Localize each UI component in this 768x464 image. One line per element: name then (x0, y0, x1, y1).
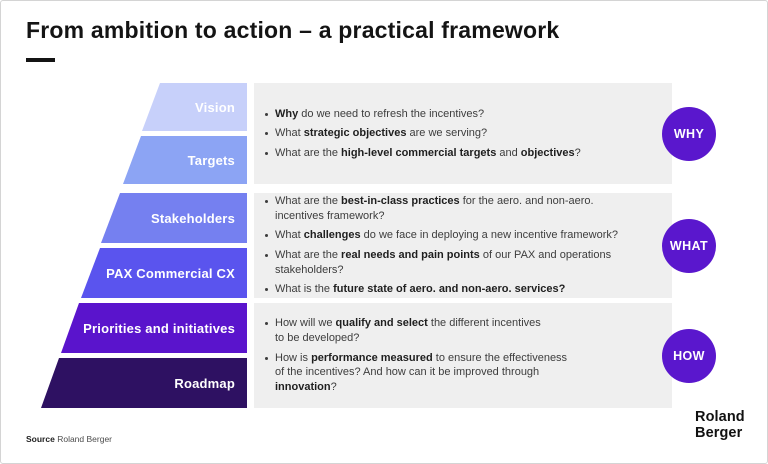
bullet-text: What strategic objectives are we serving… (275, 127, 488, 140)
bullet-dot (265, 356, 268, 360)
roland-berger-logo: Roland Berger (695, 409, 745, 442)
bullet-item: What strategic objectives are we serving… (265, 126, 658, 141)
bullet-text: Why do we need to refresh the incentives… (275, 107, 485, 120)
bullet-dot (265, 234, 268, 238)
pyramid-layer-label: Roadmap (174, 375, 235, 391)
bullet-text: What are the best-in-class practices for… (275, 195, 594, 222)
logo-line-2: Berger (695, 424, 743, 441)
why-badge: WHY (662, 107, 716, 161)
bullet-dot (265, 151, 268, 155)
pyramid-layer-label: PAX Commercial CX (106, 265, 235, 281)
source-note: Source Roland Berger (26, 434, 112, 444)
bullet-text: What challenges do we face in deploying … (275, 229, 619, 242)
logo-line-1: Roland (695, 409, 745, 425)
pyramid-layer-stakeholders: Stakeholders (101, 193, 247, 243)
source-text: Roland Berger (57, 434, 113, 444)
pyramid-layer-roadmap: Roadmap (41, 358, 247, 408)
bullet-item: What are the high-level commercial targe… (265, 146, 658, 161)
bullet-item: What are the real needs and pain points … (265, 248, 658, 277)
bullet-dot (265, 132, 268, 136)
pyramid-layer-label: Vision (195, 99, 235, 115)
what-questions-panel: What are the best-in-class practices for… (254, 193, 672, 298)
pyramid-layer-label: Targets (187, 152, 235, 168)
bullet-item: What is the future state of aero. and no… (265, 282, 658, 297)
pyramid-layer-targets: Targets (123, 136, 247, 184)
bullet-dot (265, 112, 268, 116)
bullet-text: What are the real needs and pain points … (275, 249, 612, 276)
bullet-dot (265, 322, 268, 326)
pyramid-layer-pax-commercial-cx: PAX Commercial CX (81, 248, 247, 298)
bullet-text: What are the high-level commercial targe… (275, 146, 581, 159)
bullet-item: Why do we need to refresh the incentives… (265, 107, 658, 122)
why-questions-panel: Why do we need to refresh the incentives… (254, 83, 672, 184)
why-badge-label: WHY (673, 127, 705, 141)
pyramid-layer-vision: Vision (142, 83, 247, 131)
page-title: From ambition to action – a practical fr… (26, 17, 560, 43)
what-badge: WHAT (662, 219, 716, 273)
source-label: Source (26, 434, 55, 444)
how-questions-panel: How will we qualify and select the diffe… (254, 303, 672, 408)
bullet-dot (265, 200, 268, 204)
pyramid-layer-priorities-and-initiatives: Priorities and initiatives (61, 303, 247, 353)
bullet-dot (265, 288, 268, 292)
bullet-item: How will we qualify and select the diffe… (265, 316, 658, 345)
how-badge: HOW (662, 329, 716, 383)
bullet-item: What are the best-in-class practices for… (265, 194, 658, 223)
bullet-item: What challenges do we face in deploying … (265, 228, 658, 243)
why-bullet-list: Why do we need to refresh the incentives… (265, 107, 658, 161)
pyramid-layer-label: Priorities and initiatives (83, 320, 235, 336)
bullet-text: How is performance measured to ensure th… (275, 351, 568, 393)
bullet-dot (265, 254, 268, 257)
bullet-text: How will we qualify and select the diffe… (275, 317, 541, 345)
bullet-item: How is performance measured to ensure th… (265, 351, 658, 395)
pyramid-layer-label: Stakeholders (150, 210, 235, 226)
what-badge-label: WHAT (669, 239, 709, 253)
bullet-text: What is the future state of aero. and no… (275, 283, 566, 296)
how-bullet-list: How will we qualify and select the diffe… (265, 316, 658, 394)
title-underline-dash (26, 58, 55, 62)
how-badge-label: HOW (673, 349, 705, 363)
what-bullet-list: What are the best-in-class practices for… (265, 194, 658, 297)
